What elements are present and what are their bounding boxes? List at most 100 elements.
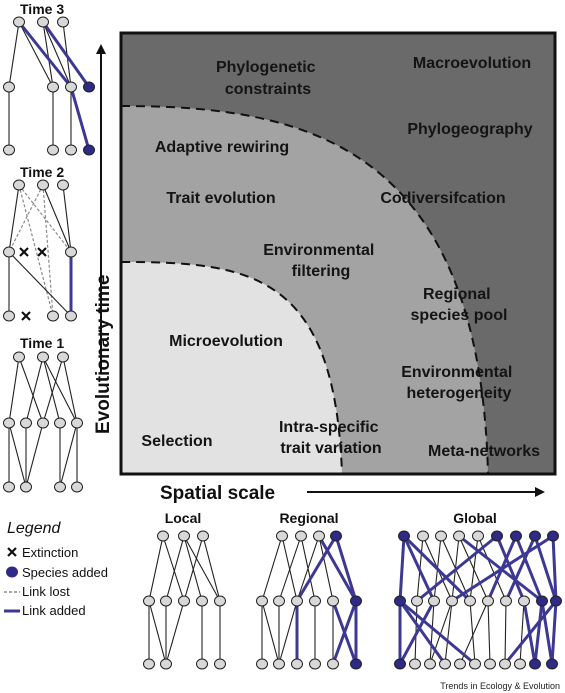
extinction-mark xyxy=(19,247,29,257)
species-node xyxy=(143,595,155,607)
network-link xyxy=(469,600,476,665)
species-added-node xyxy=(491,530,503,542)
species-added-node xyxy=(546,658,558,670)
species-node xyxy=(65,144,77,156)
species-node xyxy=(256,658,268,670)
species-added-node xyxy=(398,530,410,542)
network-link xyxy=(42,184,72,253)
lost-link xyxy=(42,184,54,317)
label-adaptive-rewiring: Adaptive rewiring xyxy=(155,139,289,156)
added-link xyxy=(41,21,91,88)
legend-extinction: Extinction xyxy=(22,545,78,560)
species-node xyxy=(327,595,339,607)
species-node xyxy=(13,16,25,28)
species-node xyxy=(47,310,59,322)
species-node xyxy=(291,595,303,607)
species-node xyxy=(273,595,285,607)
network-link xyxy=(165,535,185,602)
network-link xyxy=(162,535,185,602)
species-node xyxy=(178,530,190,542)
network-link xyxy=(519,600,525,665)
species-node xyxy=(197,530,209,542)
added-link xyxy=(458,534,543,603)
species-node xyxy=(469,658,481,670)
species-node xyxy=(518,595,530,607)
species-added-node xyxy=(510,530,522,542)
added-link xyxy=(398,600,447,665)
label-macroevolution: Macroevolution xyxy=(413,55,531,72)
species-node xyxy=(295,530,307,542)
species-node xyxy=(424,658,436,670)
zones-panel: Phylogenetic constraints Macroevolution … xyxy=(119,31,557,476)
species-node xyxy=(47,144,59,156)
network-link xyxy=(429,600,453,665)
local-label: Local xyxy=(165,510,202,526)
species-added-node xyxy=(394,595,406,607)
label-codiversification: Codiversifcation xyxy=(380,190,505,207)
added-link xyxy=(533,600,544,665)
species-node xyxy=(65,246,77,258)
zones-frame xyxy=(119,31,557,476)
network-link xyxy=(18,21,54,88)
species-node xyxy=(309,658,321,670)
species-node xyxy=(71,481,83,493)
network-regional xyxy=(256,530,362,670)
species-node xyxy=(500,595,512,607)
network-link xyxy=(42,21,54,88)
network-local xyxy=(143,530,226,670)
regional-label: Regional xyxy=(279,510,338,526)
species-added-node xyxy=(529,530,541,542)
added-link xyxy=(540,600,554,665)
species-node xyxy=(178,595,190,607)
label-microevolution: Microevolution xyxy=(169,333,283,350)
network-link xyxy=(8,184,20,253)
label-environmental-filtering: Environmental filtering xyxy=(263,242,379,280)
lost-link xyxy=(18,184,54,317)
species-node xyxy=(273,658,285,670)
label-phylogeography: Phylogeography xyxy=(407,121,532,138)
network-link xyxy=(148,535,164,602)
added-link xyxy=(17,21,73,88)
added-link xyxy=(495,535,526,602)
network-link xyxy=(62,184,72,253)
added-link xyxy=(402,534,472,603)
added-link xyxy=(550,600,558,665)
lost-link xyxy=(18,184,72,253)
species-node xyxy=(37,179,49,191)
global-label: Global xyxy=(453,510,497,526)
species-node xyxy=(3,144,15,156)
network-global xyxy=(394,530,562,670)
network-link xyxy=(318,535,334,602)
species-node xyxy=(3,81,15,93)
network-link xyxy=(18,356,44,424)
network-link xyxy=(183,535,221,602)
axes: Evolutionary time Spatial scale xyxy=(93,44,545,504)
added-link xyxy=(416,534,498,603)
network-link xyxy=(42,356,61,424)
species-node xyxy=(464,595,476,607)
species-node xyxy=(57,351,69,363)
y-axis-title: Evolutionary time xyxy=(93,275,114,434)
network-link xyxy=(261,535,283,602)
species-node xyxy=(439,658,451,670)
species-node xyxy=(514,658,526,670)
legend-title: Legend xyxy=(7,520,61,537)
species-node xyxy=(65,81,77,93)
species-added-node xyxy=(529,658,541,670)
species-added-node xyxy=(330,530,342,542)
added-link xyxy=(334,535,358,602)
label-environmental-heterogeneity: Environmental heterogeneity xyxy=(401,364,517,402)
species-node xyxy=(256,595,268,607)
species-node xyxy=(428,595,440,607)
network-link xyxy=(148,600,167,665)
network-link xyxy=(261,600,280,665)
species-node xyxy=(196,658,208,670)
species-node xyxy=(65,310,77,322)
species-node xyxy=(37,351,49,363)
network-link xyxy=(8,21,20,88)
added-link xyxy=(514,535,544,602)
species-added-node xyxy=(394,658,406,670)
network-link xyxy=(25,356,44,424)
network-link xyxy=(42,356,78,424)
